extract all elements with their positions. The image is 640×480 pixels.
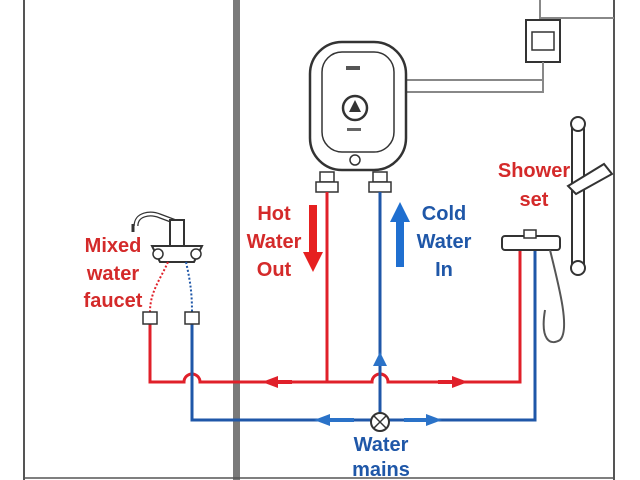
hot-out-arrow bbox=[303, 205, 323, 272]
mixed-water-faucet-label: Mixed water faucet bbox=[84, 235, 143, 312]
shower-set-label: Shower set bbox=[498, 160, 570, 211]
partition-wall bbox=[233, 0, 240, 480]
shower-label-line1: Shower bbox=[498, 160, 570, 182]
mains-flow-up-arrow bbox=[373, 352, 387, 366]
shower-label-line2: set bbox=[520, 189, 549, 211]
mains-flow-left-arrow bbox=[314, 414, 330, 426]
hot-label-line1: Hot bbox=[257, 203, 291, 225]
mains-valve-icon bbox=[370, 412, 390, 432]
cold-in-arrow bbox=[390, 202, 410, 267]
faucet-label-line1: Mixed bbox=[85, 235, 142, 257]
mains-flow-right-arrow bbox=[426, 414, 442, 426]
shower-head-icon bbox=[566, 162, 614, 196]
shower-set-icon bbox=[501, 116, 614, 344]
faucet-label-line2: water bbox=[86, 263, 139, 285]
water-heater-icon bbox=[308, 40, 408, 193]
cold-label-line2: Water bbox=[417, 231, 472, 253]
mains-label-line2: mains bbox=[352, 459, 410, 480]
cold-label-line1: Cold bbox=[422, 203, 466, 225]
wall-lines bbox=[23, 0, 615, 480]
cold-water-pipes bbox=[190, 192, 537, 426]
mixer-faucet-icon bbox=[131, 211, 204, 325]
hot-label-line3: Out bbox=[257, 259, 292, 281]
hot-flow-left-arrow bbox=[262, 376, 278, 388]
cold-label-line3: In bbox=[435, 259, 453, 281]
heater-brand-mark bbox=[346, 66, 360, 70]
hot-water-pipes bbox=[148, 192, 522, 388]
hot-water-out-label: Hot Water Out bbox=[247, 203, 302, 281]
electrical-switch-icon bbox=[404, 0, 614, 93]
cold-water-in-label: Cold Water In bbox=[417, 203, 472, 281]
mains-label-line1: Water bbox=[354, 434, 409, 456]
water-mains-label: Water mains bbox=[352, 434, 410, 480]
faucet-label-line3: faucet bbox=[84, 290, 143, 312]
hot-label-line2: Water bbox=[247, 231, 302, 253]
shower-hose bbox=[542, 249, 566, 344]
hot-flow-right-arrow bbox=[452, 376, 468, 388]
